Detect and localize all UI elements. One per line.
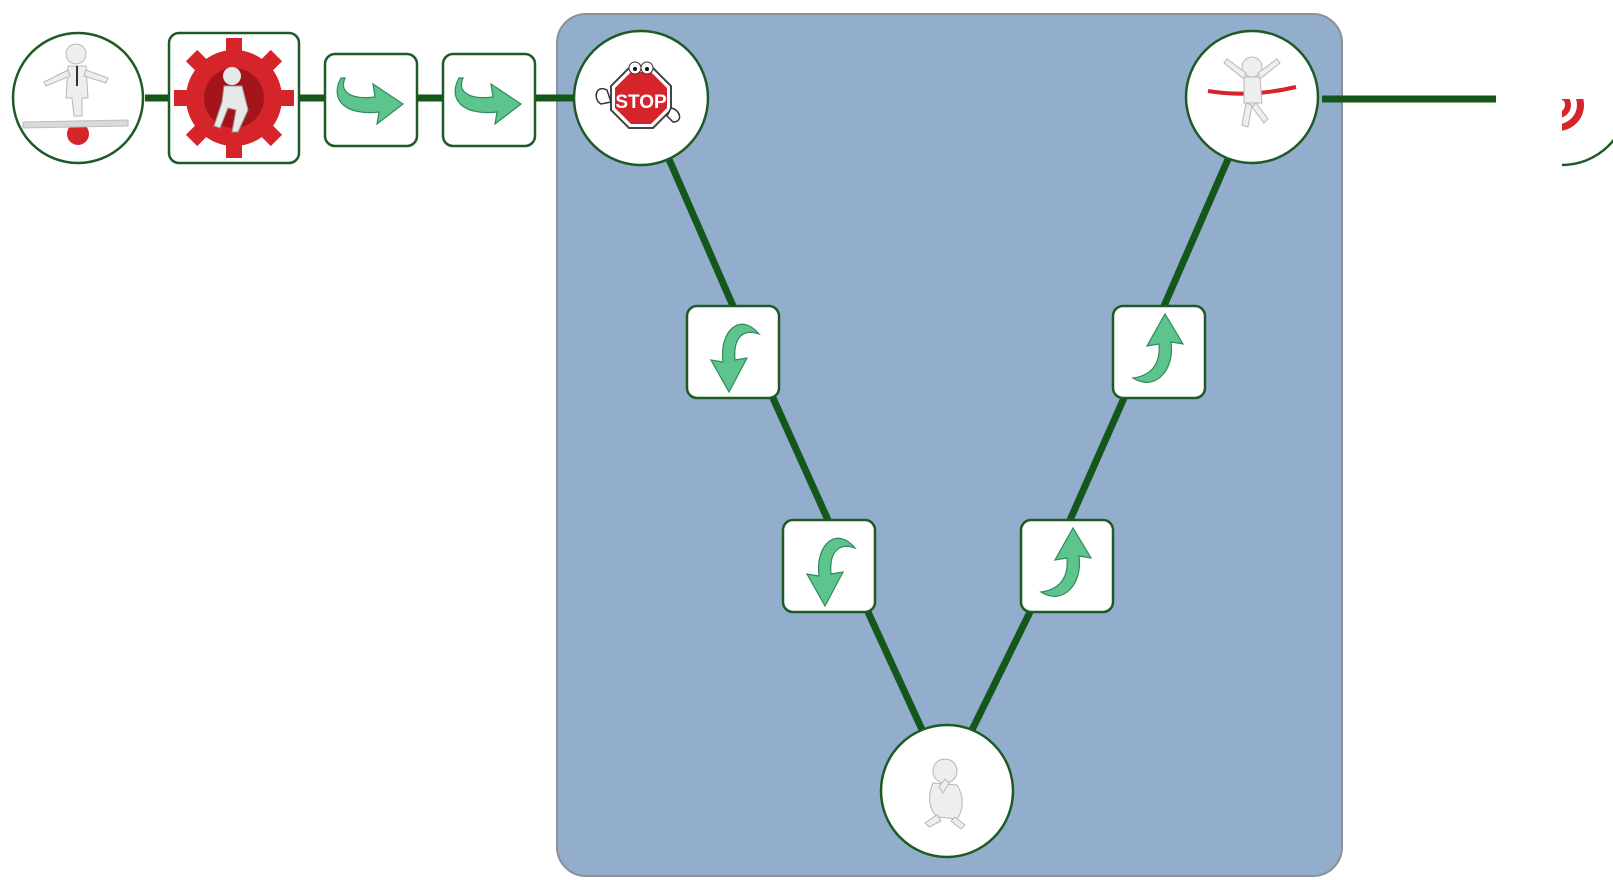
stop-sign-icon: STOP (595, 61, 681, 129)
stop-sign-text: STOP (615, 92, 667, 113)
node-down-1 (685, 304, 781, 400)
node-stop: STOP (572, 29, 710, 167)
connector-line (1160, 148, 1236, 308)
node-forward-1 (323, 52, 419, 148)
connector-line (966, 610, 1034, 736)
node-up-1 (1019, 518, 1115, 614)
node-finish (1184, 29, 1320, 165)
connector-line (1066, 396, 1128, 522)
connector-line (769, 396, 832, 522)
node-gear (167, 31, 301, 165)
node-up-2 (1111, 304, 1207, 400)
node-target (1562, 99, 1613, 167)
person-in-gear-icon (174, 38, 294, 158)
person-finish-line-icon (1207, 56, 1297, 128)
bullseye-target-icon (1562, 99, 1584, 131)
node-bottom (879, 723, 1015, 859)
connector-line (661, 148, 737, 308)
connector-line (864, 610, 928, 736)
person-balancing-icon (22, 43, 129, 145)
person-sitting-thinking-icon (924, 758, 966, 830)
node-balance (11, 31, 145, 165)
node-forward-2 (441, 52, 537, 148)
node-down-2 (781, 518, 877, 614)
